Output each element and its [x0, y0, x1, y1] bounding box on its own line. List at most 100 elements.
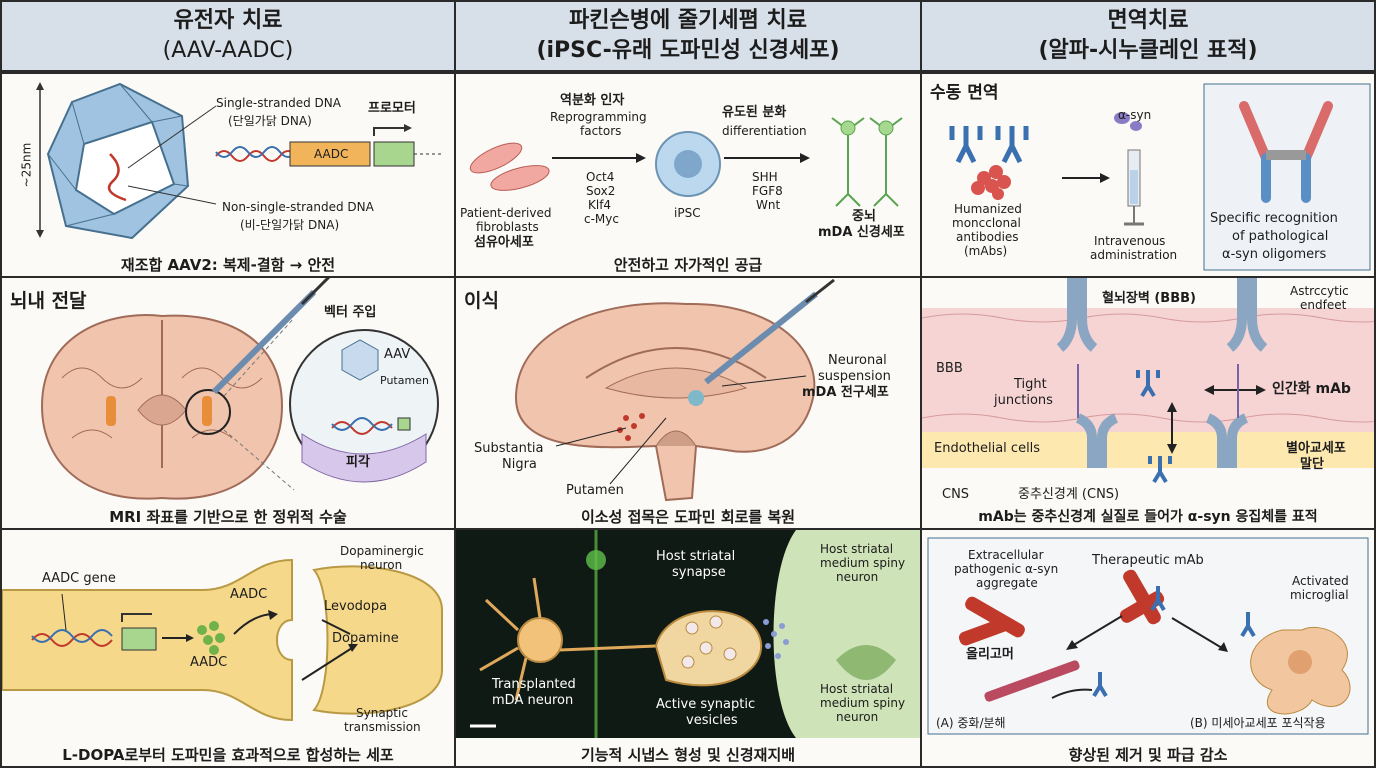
microglia-line2: microglial — [1290, 588, 1349, 602]
putamen-label: Putamen — [380, 374, 429, 387]
vesicles-line1: Active synaptic — [656, 697, 756, 712]
signal-shh: SHH — [752, 170, 778, 184]
panel-synapse-formation: Host striatal synapse Host striatal medi… — [454, 528, 922, 768]
aav-label: AAV — [384, 347, 411, 362]
differentiation-en: differentiation — [722, 124, 807, 138]
substantia-line2: Nigra — [502, 457, 537, 472]
extracellular-line1: Extracellular — [968, 548, 1044, 562]
msn-top-line1: Host striatal — [820, 542, 894, 556]
aadc-gene-label: AADC gene — [42, 571, 116, 586]
reprogramming-en1: Reprogramming — [550, 110, 647, 124]
aadc-gene-box-label: AADC — [314, 147, 349, 161]
caption-ipsc: 안전하고 자가적인 공급 — [613, 256, 763, 274]
header-stem-cell-line1: 파킨슨병에 줄기세폄 치료 — [569, 8, 807, 33]
panel-aav-structure: ~25nm Single-stranded DNA (단일가닭 DNA) 프로모… — [0, 72, 456, 278]
panel-ipsc-pipeline: 역분화 인자 Reprogramming factors Oct4 Sox2 K… — [454, 72, 922, 278]
panel-aadc-synthesis: AADC gene AADC AADC Levodopa Dopamine Do… — [0, 528, 456, 768]
mda-neuron-ko2: mDA 신경세포 — [818, 225, 905, 240]
reprogramming-en2: factors — [580, 124, 622, 138]
msn-top-line2: medium spiny — [820, 556, 906, 570]
caption-transplantation: 이소성 접목은 도파민 회로를 복원 — [580, 508, 796, 526]
panel-passive-immunity: 수동 면역 α-syn Humanized moncclonal antibod… — [920, 72, 1376, 278]
aadc-top-label: AADC — [230, 587, 268, 602]
mda-neuron-ko1: 중뇌 — [852, 209, 876, 224]
signal-wnt: Wnt — [756, 198, 781, 212]
bbb-label: BBB — [936, 361, 963, 376]
pathway-a-label: (A) 중화/분해 — [936, 716, 1006, 730]
fibroblast-en2: fibroblasts — [476, 220, 539, 234]
header-immunotherapy: 면역치료 (알파-시누클레인 표적) — [920, 0, 1376, 72]
transplanted-line1: Transplanted — [492, 677, 576, 692]
signal-fgf8: FGF8 — [752, 184, 783, 198]
dopamine-label: Dopamine — [332, 631, 399, 646]
putamen-label-2: Putamen — [566, 483, 624, 498]
reprogramming-ko: 역분화 인자 — [560, 93, 625, 108]
synapse-formation-illustration — [456, 530, 920, 738]
neuronal-line1: Neuronal — [828, 353, 887, 368]
capsid-size-label: ~25nm — [19, 142, 34, 188]
host-synapse-line2: synapse — [672, 565, 726, 580]
iv-line2: administration — [1090, 248, 1178, 262]
caption-synapse: 기능적 시냅스 형성 및 신경재지배 — [580, 746, 796, 764]
substantia-line1: Substantia — [474, 441, 544, 456]
iv-line1: Intravenous — [1094, 234, 1166, 248]
passive-immunity-illustration — [949, 83, 1371, 271]
levodopa-label: Levodopa — [324, 599, 388, 614]
transplantation-illustration — [514, 278, 835, 502]
bbb-title-label: 혈뇌장벽 (BBB) — [1102, 291, 1196, 306]
putamen-ko-label: 피각 — [346, 455, 370, 470]
nonss-dna-label: Non-single-stranded DNA — [222, 200, 374, 214]
factor-sox2: Sox2 — [586, 184, 616, 198]
differentiation-ko: 유도된 분화 — [722, 105, 787, 120]
astro-endfeet-line2: endfeet — [1300, 298, 1347, 312]
tight-line2: junctions — [994, 393, 1053, 408]
factor-cmyc: c-Myc — [584, 212, 619, 226]
astro-endfeet-line1: Astrccytic — [1290, 284, 1349, 298]
panel-brain-delivery: 뇌내 전달 벡터 주입 AAV Putamen 피각 MRI 좌표를 기반으로 … — [0, 276, 456, 530]
synaptic-line2: transmission — [344, 720, 421, 734]
mabs-line2: moncclonal — [952, 216, 1021, 230]
mabs-line1: Humanized — [954, 202, 1022, 216]
passive-immunity-title: 수동 면역 — [930, 83, 999, 103]
caption-bbb: mAb는 중추신경계 실질로 들어가 α-syn 응집체를 표적 — [978, 509, 1318, 525]
pathway-b-label: (B) 미세아교세포 포식작용 — [1190, 716, 1326, 730]
transplantation-title: 이식 — [464, 290, 499, 312]
vector-injection-label: 벡터 주입 — [324, 305, 377, 320]
ipsc-pipeline-illustration — [469, 117, 903, 207]
bbb-illustration — [922, 278, 1374, 528]
header-stem-cell-line2: (iPSC-유래 도파민성 신경세포) — [536, 38, 840, 63]
host-synapse-line1: Host striatal — [656, 549, 736, 564]
factor-oct4: Oct4 — [586, 170, 615, 184]
ipsc-label: iPSC — [674, 206, 701, 220]
fibroblast-ko: 섬유아세포 — [474, 235, 534, 250]
astro-ko-line2: 말단 — [1300, 457, 1324, 472]
specific-line2: of pathological — [1232, 229, 1329, 244]
vesicles-line2: vesicles — [686, 713, 738, 728]
cns-label: CNS — [942, 487, 970, 502]
panel-transplantation: 이식 Neuronal suspension mDA 전구세포 Substant… — [454, 276, 922, 530]
specific-line1: Specific recognition — [1210, 211, 1338, 226]
header-gene-therapy: 유전자 치료 (AAV-AADC) — [0, 0, 456, 72]
astro-ko-line1: 별아교세포 — [1286, 441, 1346, 456]
caption-aav: 재조합 AAV2: 복제-결함 → 안전 — [120, 256, 336, 274]
msn-bottom-line1: Host striatal — [820, 682, 894, 696]
header-gene-therapy-line1: 유전자 치료 — [173, 8, 283, 33]
cns-ko-label: 중추신경계 (CNS) — [1018, 487, 1120, 502]
extracellular-line2: pathogenic α-syn — [954, 562, 1059, 576]
header-immunotherapy-line1: 면역치료 — [1107, 8, 1189, 33]
msn-bottom-line2: medium spiny — [820, 696, 906, 710]
aav-capsid-illustration — [36, 82, 442, 240]
mabs-line4: (mAbs) — [964, 244, 1008, 258]
tight-line1: Tight — [1014, 377, 1047, 392]
panel-bbb: 혈뇌장벽 (BBB) Astrccytic endfeet BBB Tight … — [920, 276, 1376, 530]
neuronal-line2: suspension — [818, 369, 891, 384]
dopa-neuron-line1: Dopaminergic — [340, 544, 424, 558]
oligomer-label: 올리고머 — [966, 647, 1014, 662]
extracellular-line3: aggregate — [976, 576, 1038, 590]
msn-bottom-line3: neuron — [836, 710, 879, 724]
specific-line3: α-syn oligomers — [1222, 247, 1327, 262]
caption-aadc: L-DOPA로부터 도파민을 효과적으로 합성하는 세포 — [62, 746, 394, 764]
mda-precursor-label: mDA 전구세포 — [802, 385, 889, 400]
ssdna-label: Single-stranded DNA — [216, 96, 341, 110]
